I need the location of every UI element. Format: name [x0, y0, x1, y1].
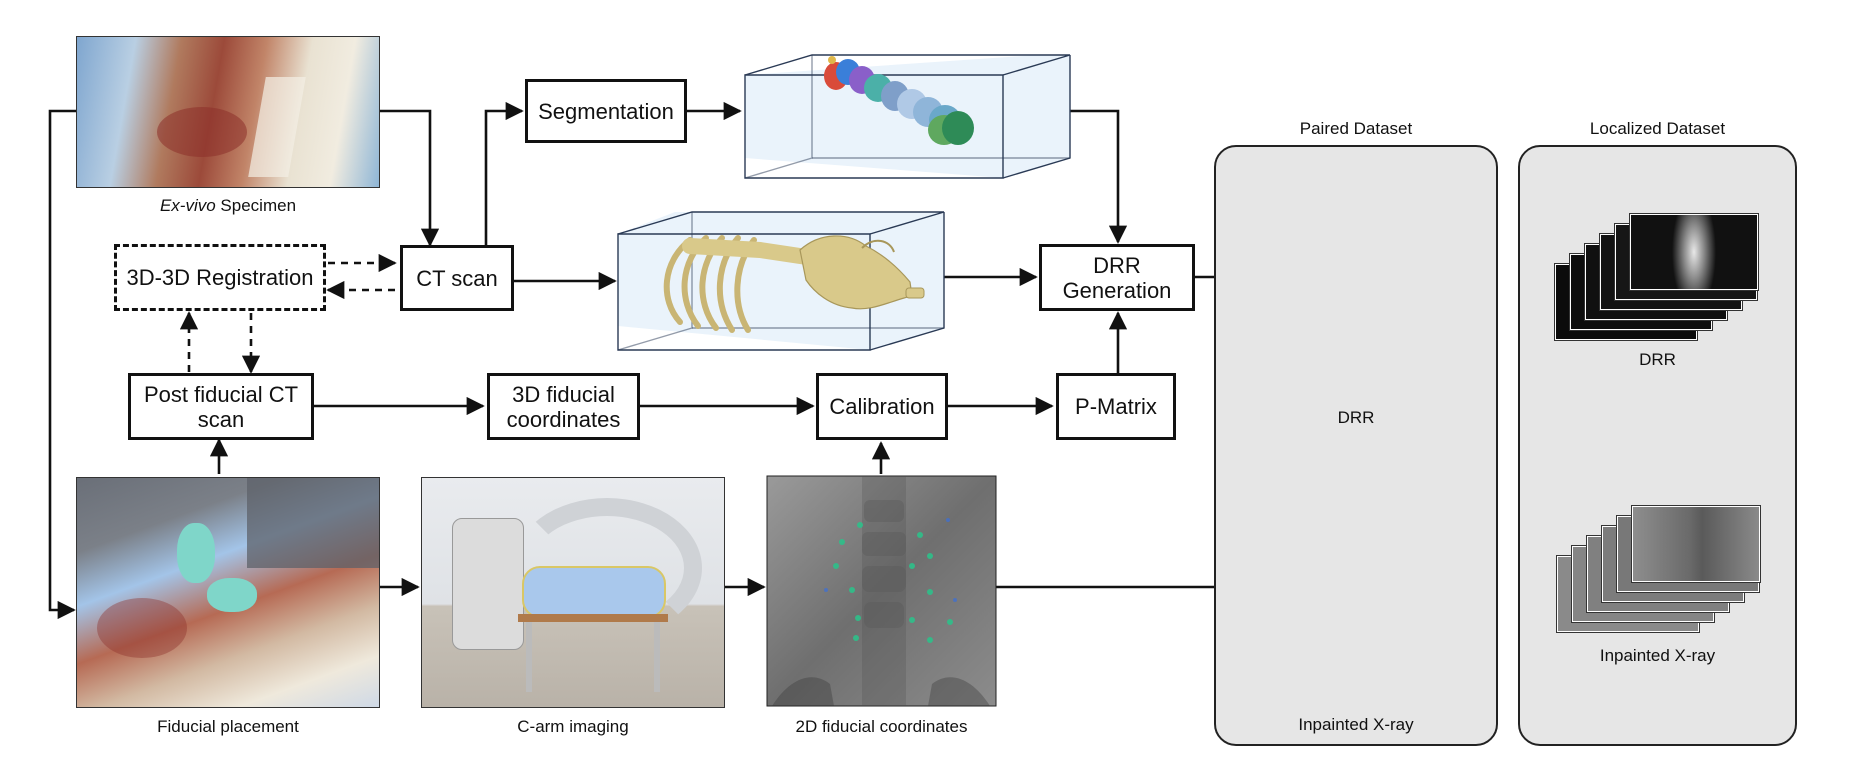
- c-arm-caption: C-arm imaging: [517, 717, 629, 736]
- segmentation-render: [744, 54, 1071, 179]
- specimen-caption-rest: Specimen: [215, 196, 297, 215]
- fiducial-xray-image: [766, 475, 997, 707]
- localized-dataset-title: Localized Dataset: [1589, 119, 1726, 138]
- paired-dataset-panel: [1214, 145, 1498, 746]
- fiducial-placement-caption: Fiducial placement: [157, 717, 299, 736]
- drr-generation-node: DRR Generation: [1039, 244, 1195, 311]
- arrow-specimen-to-placement: [48, 109, 76, 620]
- ct-scan-node: CT scan: [400, 245, 514, 311]
- specimen-caption: Ex-vivo Specimen: [76, 196, 380, 216]
- fiducial-3d-node: 3D fiducial coordinates: [487, 373, 640, 440]
- calibration-node: Calibration: [816, 373, 948, 440]
- paired-dataset-title: Paired Dataset: [1299, 119, 1413, 138]
- arrow-ct-to-segmentation: [484, 101, 524, 245]
- localized-xray-label: Inpainted X-ray: [1599, 646, 1716, 665]
- specimen-caption-italic: Ex-vivo: [159, 196, 216, 215]
- paired-drr-label: DRR: [1337, 408, 1375, 427]
- segmentation-node: Segmentation: [525, 79, 687, 143]
- bone-render: [617, 211, 945, 351]
- p-matrix-node: P-Matrix: [1056, 373, 1176, 440]
- specimen-photo: [76, 36, 380, 188]
- fiducial-markers: [833, 522, 953, 643]
- arrow-specimen-to-ct: [380, 109, 440, 247]
- fiducial-placement-photo: [76, 477, 380, 708]
- registration-node: 3D-3D Registration: [114, 244, 326, 311]
- arrow-render-to-drr: [1070, 109, 1128, 244]
- localized-drr-label: DRR: [1639, 350, 1676, 369]
- xray-stack-card-front: [1631, 505, 1761, 583]
- dashed-connectors: [179, 253, 397, 374]
- drr-stack-card-front: [1629, 213, 1759, 291]
- connectors: [48, 101, 1237, 620]
- paired-xray-label: Inpainted X-ray: [1298, 715, 1414, 734]
- c-arm-photo: [421, 477, 725, 708]
- post-fiducial-ct-node: Post fiducial CT scan: [128, 373, 314, 440]
- segmented-vertebrae: [824, 56, 974, 145]
- fiducial-2d-caption: 2D fiducial coordinates: [795, 717, 968, 736]
